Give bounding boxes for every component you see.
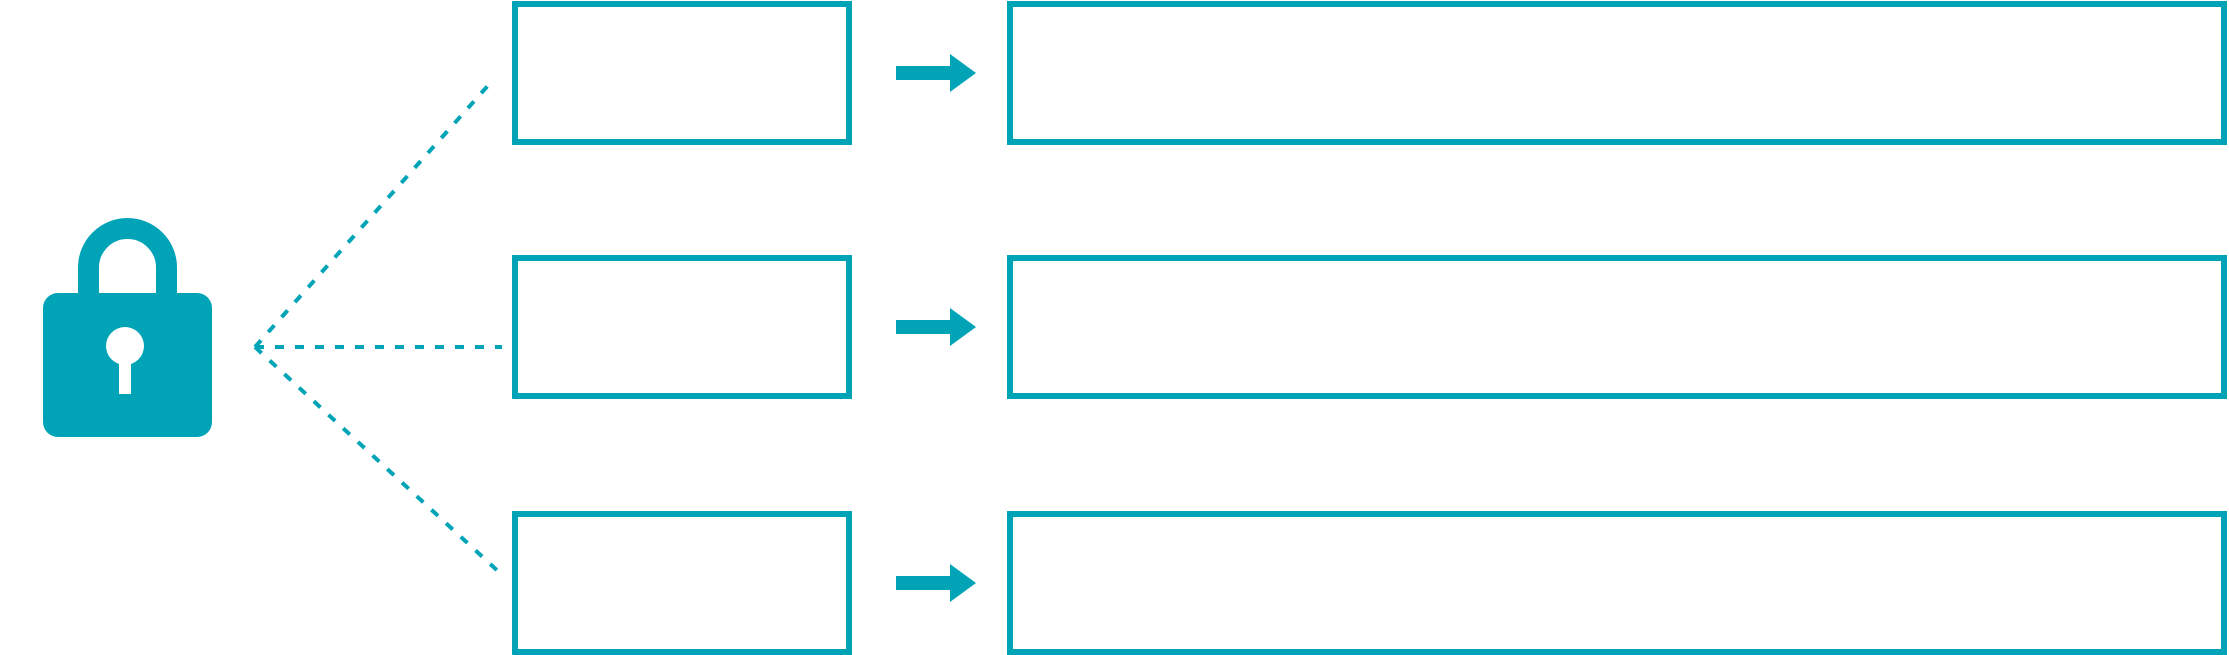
definition-box-top xyxy=(1007,1,2227,145)
connector-line-top xyxy=(253,78,495,349)
arrow-right-icon xyxy=(896,308,976,346)
arrow-right-icon xyxy=(896,564,976,602)
arrow-right-icon xyxy=(896,54,976,92)
connector-line-bottom xyxy=(253,345,502,575)
term-box-bottom xyxy=(512,511,852,655)
term-box-top xyxy=(512,1,852,145)
lock-icon xyxy=(43,218,213,438)
definition-box-middle xyxy=(1007,255,2227,399)
term-box-middle xyxy=(512,255,852,399)
definition-box-bottom xyxy=(1007,511,2227,655)
